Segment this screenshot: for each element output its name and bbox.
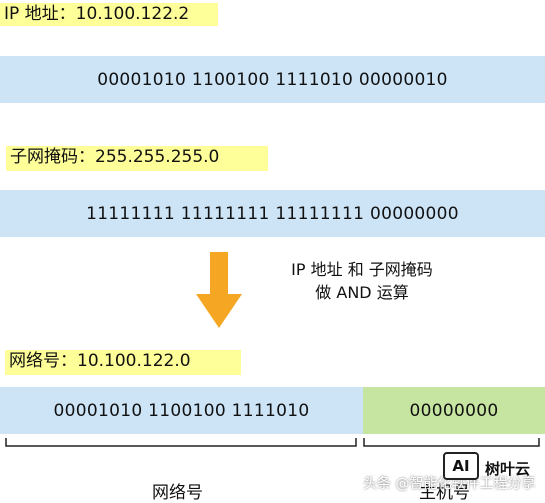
network-brace (5, 438, 357, 447)
network-part-band: 00001010 1100100 1111010 (0, 387, 363, 434)
down-arrow-icon (196, 252, 242, 328)
watermark-logo-icon: AI (443, 452, 479, 480)
and-operation-note-line2: 做 AND 运算 (315, 283, 409, 302)
network-part-label: 网络号 (152, 483, 203, 503)
watermark-logo-text: AI (452, 457, 470, 475)
subnet-mask-binary: 11111111 11111111 11111111 00000000 (86, 203, 459, 224)
watermark-source: 头条 @智能化软件工程分享 (363, 476, 536, 492)
subnet-mask-binary-band: 11111111 11111111 11111111 00000000 (0, 190, 545, 237)
range-braces (5, 438, 540, 447)
network-number-label: 网络号：10.100.122.0 (5, 350, 241, 375)
network-part-binary: 00001010 1100100 1111010 (53, 400, 310, 421)
ip-address-binary-band: 00001010 1100100 1111010 00000010 (0, 56, 545, 103)
and-operation-note: IP 地址 和 子网掩码 做 AND 运算 (262, 258, 462, 304)
host-part-band: 00000000 (363, 387, 545, 434)
ip-address-label: IP 地址：10.100.122.2 (0, 3, 218, 26)
ip-address-binary: 00001010 1100100 1111010 00000010 (97, 69, 448, 90)
host-brace (363, 438, 540, 447)
host-part-label: 主机号 (419, 483, 470, 503)
watermark-brand: 树叶云 (485, 460, 531, 478)
and-operation-note-line1: IP 地址 和 子网掩码 (291, 260, 433, 279)
subnet-mask-label: 子网掩码：255.255.255.0 (6, 146, 268, 171)
host-part-binary: 00000000 (409, 400, 499, 421)
